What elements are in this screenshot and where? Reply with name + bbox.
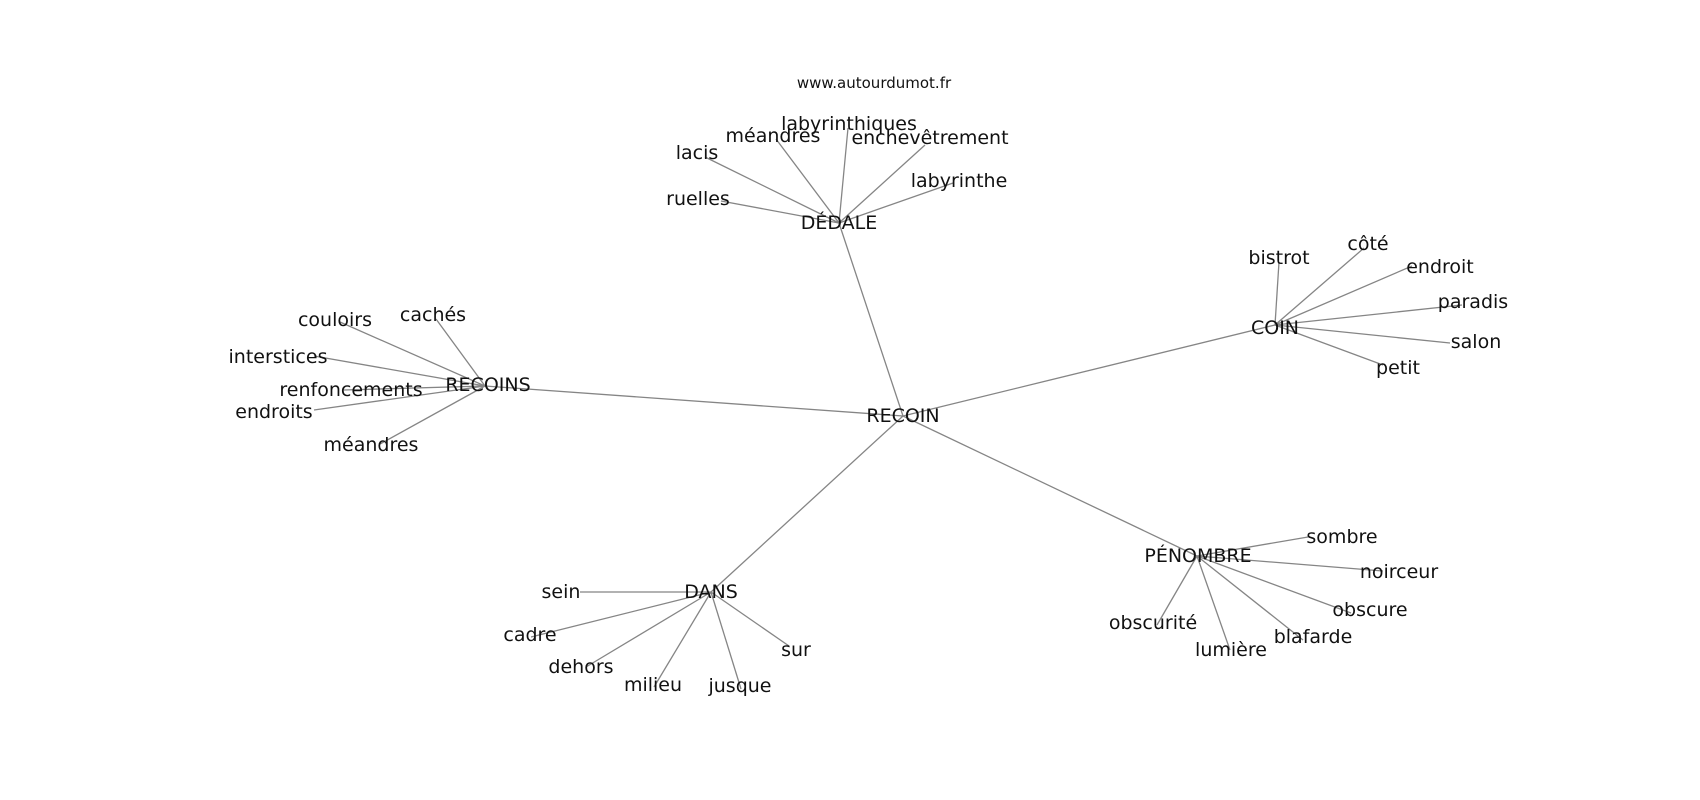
edge-center-2 — [484, 385, 904, 417]
edge-1-0 — [1274, 261, 1280, 326]
hub-node-label: COIN — [1251, 317, 1299, 339]
leaf-node-label: salon — [1451, 331, 1502, 353]
edges — [313, 127, 1463, 690]
leaf-node-label: blafarde — [1274, 626, 1353, 648]
edge-3-2 — [585, 591, 712, 668]
edge-0-5 — [838, 182, 954, 224]
center-node-label: RECOIN — [866, 405, 939, 427]
leaf-node-label: endroit — [1406, 256, 1474, 278]
edge-1-4 — [1274, 324, 1451, 344]
leaf-node-label: enchevêtrement — [851, 127, 1008, 149]
leaf-node-label: bistrot — [1248, 247, 1309, 269]
edge-2-3 — [343, 385, 486, 391]
edge-center-1 — [902, 324, 1276, 417]
leaf-node-label: méandres — [726, 125, 821, 147]
leaf-node-label: sur — [781, 639, 811, 661]
hub-node-label: PÉNOMBRE — [1144, 544, 1251, 567]
labels: www.autourdumot.fr RECOIN DÉDALE ruelles la… — [229, 74, 1509, 697]
edge-4-3 — [1196, 555, 1304, 641]
source-label: www.autourdumot.fr — [797, 74, 952, 92]
leaf-node-label: dehors — [548, 656, 613, 678]
leaf-node-label: petit — [1376, 357, 1420, 379]
leaf-node-label: obscurité — [1109, 612, 1197, 634]
leaf-node-label: ruelles — [666, 188, 730, 210]
edge-0-3 — [838, 127, 849, 224]
leaf-node-label: labyrinthiques — [781, 113, 917, 135]
edge-0-0 — [720, 200, 840, 224]
edge-4-0 — [1196, 536, 1309, 557]
leaf-node-label: lacis — [676, 142, 719, 164]
edge-3-5 — [710, 591, 790, 647]
edge-0-1 — [704, 156, 840, 224]
edge-4-2 — [1196, 555, 1352, 614]
leaf-node-label: endroits — [235, 401, 312, 423]
hub-node-label: DANS — [684, 581, 738, 603]
edge-1-3 — [1274, 304, 1463, 326]
leaf-node-label: noirceur — [1360, 561, 1439, 583]
leaf-node-label: cachés — [400, 304, 466, 326]
leaf-node-label: côté — [1347, 233, 1388, 255]
hub-node-label: DÉDALE — [801, 211, 878, 234]
leaf-node-label: obscure — [1332, 599, 1407, 621]
edge-3-3 — [653, 591, 712, 688]
edge-3-4 — [710, 591, 742, 690]
leaf-node-label: renfoncements — [279, 379, 422, 401]
hub-node-label: RECOINS — [445, 374, 530, 396]
leaf-node-label: interstices — [229, 346, 328, 368]
leaf-node-label: lumière — [1195, 639, 1267, 661]
leaf-node-label: sombre — [1306, 526, 1377, 548]
edge-2-0 — [339, 321, 486, 387]
leaf-node-label: sein — [542, 581, 581, 603]
edge-2-4 — [313, 385, 486, 411]
leaf-node-label: jusque — [707, 675, 771, 697]
edge-1-1 — [1274, 247, 1365, 326]
edge-2-2 — [313, 355, 486, 387]
leaf-node-label: couloirs — [298, 309, 372, 331]
leaf-node-label: labyrinthe — [911, 170, 1008, 192]
edge-4-4 — [1196, 555, 1231, 651]
edge-3-1 — [530, 591, 712, 638]
edge-1-2 — [1274, 265, 1413, 326]
edge-2-1 — [435, 318, 486, 387]
leaf-node-label: paradis — [1438, 291, 1508, 313]
leaf-node-label: cadre — [503, 624, 556, 646]
edge-center-3 — [710, 415, 904, 593]
leaf-node-label: méandres — [324, 434, 419, 456]
edge-4-1 — [1196, 555, 1384, 572]
edge-0-2 — [775, 138, 840, 224]
edge-center-0 — [838, 222, 904, 417]
edge-2-5 — [379, 385, 486, 445]
edge-1-5 — [1274, 324, 1384, 366]
leaf-node-label: milieu — [624, 674, 682, 696]
edge-4-5 — [1156, 555, 1198, 626]
edge-0-4 — [838, 144, 926, 224]
edge-center-4 — [902, 415, 1198, 557]
